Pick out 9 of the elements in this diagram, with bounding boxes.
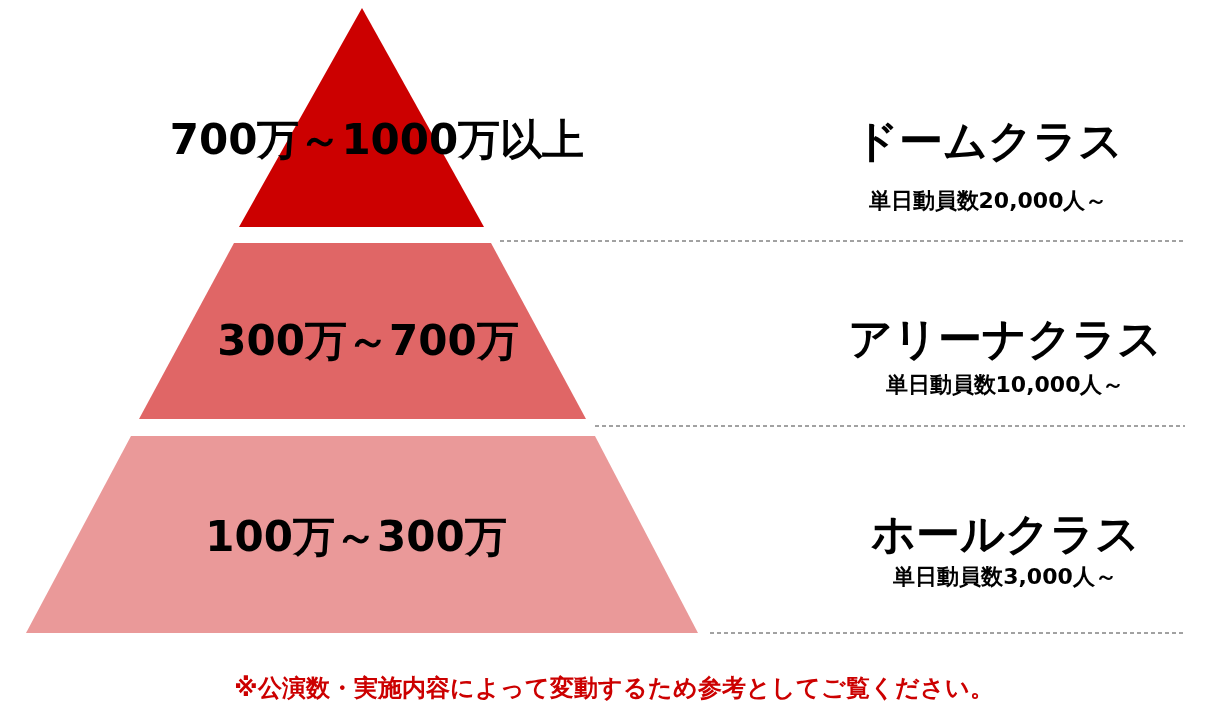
attendance-note: 単日動員数20,000人～: [868, 187, 1108, 215]
tier-label: 300万～700万: [217, 315, 519, 367]
class-name: アリーナクラス: [848, 312, 1162, 366]
tier-label: 100万～300万: [205, 511, 507, 563]
class-name: ホールクラス: [870, 507, 1140, 561]
attendance-note: 単日動員数3,000人～: [893, 563, 1117, 591]
attendance-note: 単日動員数10,000人～: [885, 371, 1125, 399]
class-name: ドームクラス: [853, 114, 1123, 168]
footnote: ※公演数・実施内容によって変動するため参考としてご覧ください。: [234, 673, 994, 704]
